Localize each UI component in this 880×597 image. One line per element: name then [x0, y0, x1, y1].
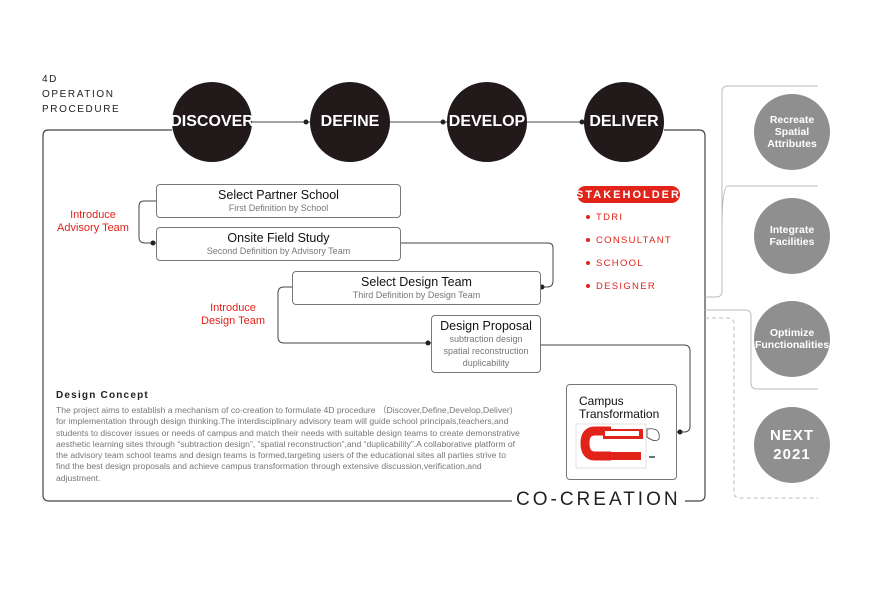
step-subtitle-3: duplicability — [462, 358, 510, 368]
stakeholder-item: CONSULTANT — [586, 235, 672, 246]
bullet-icon — [586, 261, 590, 266]
outcome-line-1: NEXT — [769, 427, 814, 444]
step-title: Design Proposal — [440, 319, 532, 333]
campus-logo-icon — [575, 423, 660, 469]
introduce-advisory-team: Introduce Advisory Team — [50, 209, 136, 235]
stakeholder-item-label: CONSULTANT — [596, 235, 672, 246]
stakeholder-badge: STAKEHOLDER — [576, 186, 680, 203]
introduce-design-line-2: Design Team — [201, 315, 265, 327]
phase-deliver: DELIVER — [584, 82, 664, 162]
step-subtitle: Third Definition by Design Team — [352, 290, 481, 300]
phase-develop: DEVELOP — [447, 82, 527, 162]
heading-line-2: OPERATION — [42, 89, 115, 100]
stakeholder-item-label: SCHOOL — [596, 258, 644, 269]
step-title: Onsite Field Study — [227, 231, 330, 245]
campus-title-line-1: Campus — [579, 394, 624, 408]
outcome-line-1: Integrate — [769, 224, 815, 236]
outcome-line-2: 2021 — [773, 446, 811, 463]
stakeholder-item: TDRI — [586, 212, 623, 223]
step-subtitle: Second Definition by Advisory Team — [206, 246, 351, 256]
step-subtitle: First Definition by School — [228, 203, 329, 213]
outcome-next-2021: NEXT 2021 — [754, 407, 830, 483]
introduce-advisory-line-1: Introduce — [70, 209, 116, 221]
outcome-line-2: Functionalities — [754, 339, 830, 351]
introduce-design-line-1: Introduce — [210, 302, 256, 314]
introduce-design-team: Introduce Design Team — [190, 302, 276, 328]
step-select-partner-school: Select Partner School First Definition b… — [156, 184, 401, 218]
outcome-line-2: Spatial — [774, 126, 810, 138]
co-creation-label: CO-CREATION — [512, 489, 685, 511]
bullet-icon — [586, 284, 590, 289]
step-title: Select Design Team — [361, 275, 472, 289]
step-subtitle-2: spatial reconstruction — [443, 346, 529, 356]
heading-line-3: PROCEDURE — [42, 104, 121, 115]
stakeholder-item-label: TDRI — [596, 212, 624, 223]
design-concept-body: The project aims to establish a mechanis… — [56, 405, 520, 483]
campus-title-line-2: Transformation — [579, 407, 660, 421]
stakeholder-item-label: DESIGNER — [596, 281, 657, 292]
heading-line-1: 4D — [42, 74, 58, 85]
outcome-line-2: Facilities — [769, 236, 815, 248]
campus-title: Campus Transformation — [579, 395, 659, 421]
design-concept-title: Design Concept — [56, 390, 149, 401]
outcome-line-1: Recreate — [769, 114, 815, 126]
campus-transformation-box: Campus Transformation — [566, 384, 677, 480]
step-onsite-field-study: Onsite Field Study Second Definition by … — [156, 227, 401, 261]
step-subtitle-1: subtraction design — [449, 334, 523, 344]
step-select-design-team: Select Design Team Third Definition by D… — [292, 271, 541, 305]
stakeholder-item: SCHOOL — [586, 258, 644, 269]
procedure-heading: 4D OPERATION PROCEDURE — [42, 72, 120, 117]
introduce-advisory-line-2: Advisory Team — [57, 222, 129, 234]
phase-discover: DISCOVER — [170, 82, 254, 162]
bullet-icon — [586, 215, 590, 220]
outcome-line-1: Optimize — [769, 327, 815, 339]
phase-define: DEFINE — [310, 82, 390, 162]
stakeholder-item: DESIGNER — [586, 281, 656, 292]
step-design-proposal: Design Proposal subtraction design spati… — [431, 315, 541, 373]
outcome-line-3: Attributes — [767, 138, 817, 150]
bullet-icon — [586, 238, 590, 243]
step-title: Select Partner School — [218, 188, 339, 202]
